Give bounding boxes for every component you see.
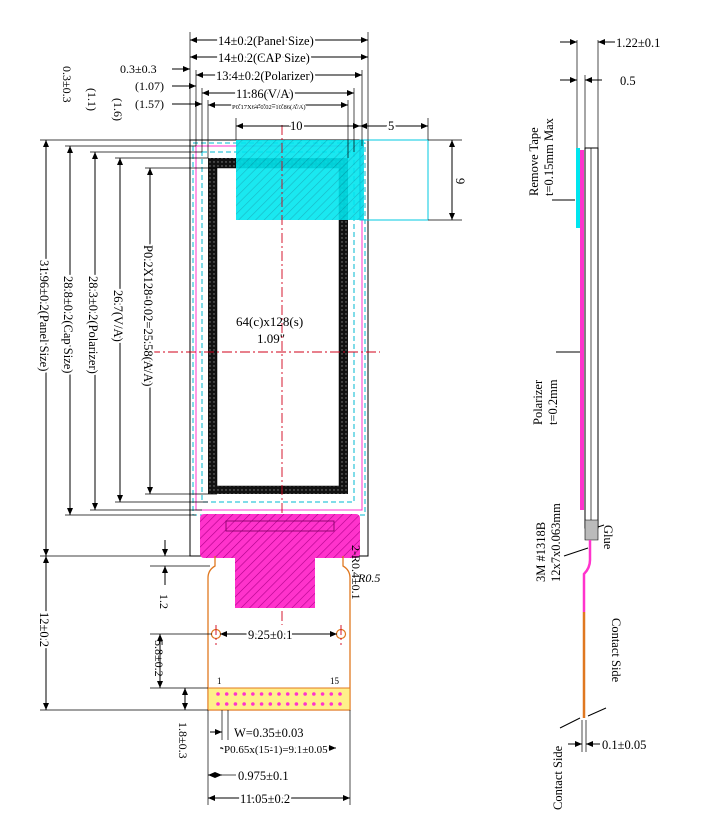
- label-tape-thickness: t=0.15mm Max: [542, 117, 556, 196]
- dim-hole-pitch: 9.25±0.1: [248, 628, 292, 642]
- label-polarizer: Polarizer: [531, 379, 545, 425]
- top-dimensions: 14±0.2(Panel Size) 14±0.2(CAP Size) 13.4…: [120, 32, 467, 221]
- dim-16-left: (1.6): [111, 98, 125, 121]
- dim-03-left: 0.3±0.3: [60, 66, 74, 103]
- dim-aa-height: P0.2X128-0.02=25.58(A/A): [141, 245, 155, 386]
- dim-hole-to-pad: 5.8±0.2: [152, 640, 166, 677]
- active-area-inner: [216, 167, 340, 487]
- pad-pin: [320, 702, 325, 706]
- side-polarizer: [580, 150, 584, 510]
- pad-pin: [233, 702, 238, 706]
- resolution-label: 64(c)x128(s): [236, 314, 303, 329]
- pad-pin: [303, 692, 307, 696]
- dim-total-thickness: 1.22±0.1: [616, 36, 660, 50]
- pad-pin: [312, 692, 316, 696]
- dim-offset-05: 0.5: [620, 74, 636, 88]
- pad-pin: [277, 692, 281, 696]
- dim-polarizer-width: 13.4±0.2(Polarizer): [216, 69, 314, 83]
- dim-pad-width: W=0.35±0.03: [234, 726, 303, 740]
- pad-pin: [294, 702, 299, 706]
- pin-last-label: 15: [330, 676, 340, 686]
- dim-panel-height: 31.96±0.2(Panel Size): [37, 260, 51, 371]
- pad-pin: [329, 702, 334, 706]
- dim-fpc-length: 12±0.2: [37, 612, 51, 647]
- fpc-bond-area: [200, 514, 360, 558]
- pad-pin: [285, 702, 290, 706]
- pad-pin: [268, 702, 273, 706]
- pad-pin: [233, 692, 238, 696]
- pad-pin: [242, 702, 246, 706]
- pad-pin: [303, 702, 307, 706]
- dim-va-height: 26.7(V/A): [111, 290, 125, 342]
- dim-tape-height: 9: [453, 178, 467, 184]
- pad-pin: [224, 702, 229, 706]
- pad-pin: [329, 692, 334, 696]
- pad-pin: [216, 702, 220, 706]
- dim-pad-offset: 0.975±0.1: [238, 769, 289, 783]
- label-adhesive: 3M #1318B: [534, 522, 548, 582]
- fpc-dimensions: 2-R0.4±0.1 R0.5 1.2 12±0.2 9.25±0.1 5.8±…: [35, 540, 380, 808]
- dim-va-width: 11.86(V/A): [236, 87, 294, 101]
- dim-fpc-width: 11.05±0.2: [240, 792, 290, 806]
- pad-pin: [259, 702, 264, 706]
- remove-tape-tab: [359, 139, 429, 221]
- dim-aa-width: P0.17X64-0.02=10.86(A/A): [232, 104, 306, 111]
- side-tape: [576, 148, 580, 228]
- dim-pad-height: 1.8±0.3: [176, 722, 190, 759]
- remove-tape: [236, 140, 364, 220]
- pad-pin: [268, 692, 273, 696]
- front-view: 64(c)x128(s) 1.09" 1 15: [150, 125, 429, 711]
- pad-pin: [216, 692, 220, 696]
- side-panel: [584, 147, 599, 529]
- contact-pads: [207, 687, 351, 711]
- pad-pin: [259, 692, 264, 696]
- pad-pin: [320, 692, 325, 696]
- label-glue: Glue: [601, 525, 615, 550]
- label-contact-side-right: Contact Side: [609, 618, 623, 683]
- pad-pin: [277, 702, 281, 706]
- dim-cap-height: 28.8±0.2(Cap Size): [61, 276, 75, 373]
- pad-pin: [312, 702, 316, 706]
- dim-157: (1.57): [135, 97, 164, 111]
- pad-pin: [338, 692, 342, 696]
- dim-03-top: 0.3±0.3: [120, 62, 157, 76]
- fpc-neck: [235, 556, 315, 608]
- pad-pin: [285, 692, 290, 696]
- pin-first-label: 1: [217, 676, 222, 686]
- dim-cap-width: 14±0.2(CAP Size): [218, 51, 310, 65]
- dim-107: (1.07): [135, 79, 164, 93]
- side-fpc-bend: [582, 540, 592, 612]
- pad-pin: [251, 702, 255, 706]
- side-glue: [584, 519, 599, 541]
- pad-pin: [294, 692, 299, 696]
- label-remove-tape: Remove Tape: [527, 127, 541, 196]
- dim-panel-width: 14±0.2(Panel Size): [218, 34, 314, 48]
- side-view: 1.22±0.1 0.5 Remove Tape t=0.15mm Max Po…: [527, 36, 660, 810]
- label-polarizer-thickness: t=0.2mm: [546, 379, 560, 425]
- diagonal-label: 1.09": [257, 331, 285, 346]
- dim-12: 1.2: [157, 594, 171, 609]
- pad-pin: [338, 702, 342, 706]
- dim-tape-width: 10: [290, 119, 303, 133]
- pad-pin: [242, 692, 246, 696]
- left-dimensions: 31.96±0.2(Panel Size) 28.8±0.2(Cap Size)…: [35, 66, 217, 557]
- dim-fpc-thickness: 0.1±0.05: [602, 738, 646, 752]
- dim-r05: R0.5: [357, 571, 380, 585]
- pad-pin: [251, 692, 255, 696]
- label-adhesive-size: 12x7x0.063mm: [549, 503, 563, 582]
- dim-11-left: (1.1): [85, 88, 99, 111]
- pad-pin: [224, 692, 229, 696]
- dim-r04: 2-R0.4±0.1: [349, 545, 363, 600]
- dim-tape-offset: 5: [388, 119, 394, 133]
- dim-polarizer-height: 28.3±0.2(Polarizer): [86, 276, 100, 374]
- label-contact-side-left: Contact Side: [551, 745, 565, 810]
- dim-pad-pitch: P0.65x(15-1)=9.1±0.05: [224, 744, 328, 756]
